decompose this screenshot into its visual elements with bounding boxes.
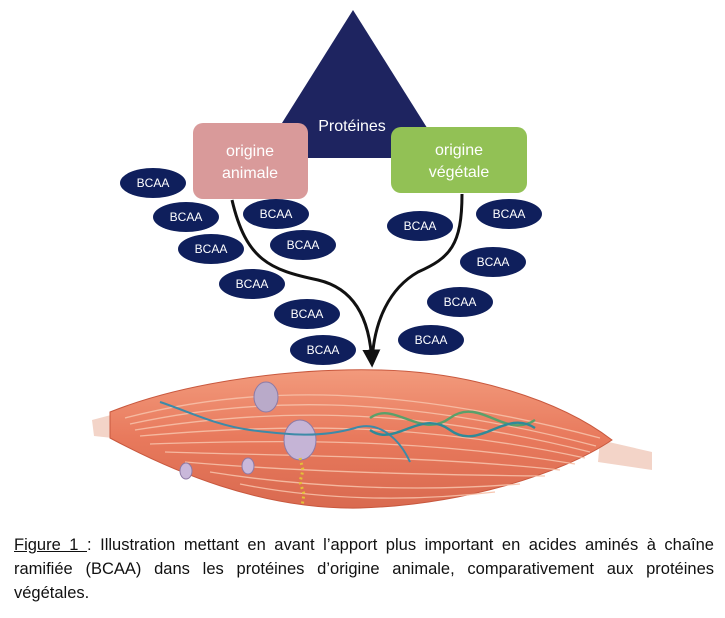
bcaa-plant-1: BCAA bbox=[387, 211, 453, 241]
plant-origin-box bbox=[391, 127, 527, 193]
ribosome-small bbox=[253, 381, 279, 413]
bcaa-plant-3: BCAA bbox=[460, 247, 526, 277]
bcaa-label: BCAA bbox=[137, 176, 170, 190]
amino-acid-chain bbox=[298, 457, 306, 507]
bcaa-animal-3: BCAA bbox=[243, 199, 309, 229]
muscle-tendon-right bbox=[598, 440, 652, 470]
proteins-triangle bbox=[260, 10, 446, 158]
bcaa-label: BCAA bbox=[291, 307, 324, 321]
bcaa-animal-7: BCAA bbox=[274, 299, 340, 329]
bcaa-protein-diagram: Protéines origine animale origine végéta… bbox=[92, 10, 652, 509]
bcaa-label: BCAA bbox=[404, 219, 437, 233]
proteins-label: Protéines bbox=[318, 118, 386, 135]
bcaa-label: BCAA bbox=[307, 343, 340, 357]
mrna-strand bbox=[159, 401, 411, 463]
bcaa-label: BCAA bbox=[195, 242, 228, 256]
animal-flow-arrow bbox=[230, 199, 381, 368]
plant-origin-label-line2: végétale bbox=[429, 164, 490, 181]
bcaa-animal-1: BCAA bbox=[120, 168, 186, 198]
bcaa-label: BCAA bbox=[444, 295, 477, 309]
bcaa-animal-8: BCAA bbox=[290, 335, 356, 365]
ribosome-mini-2 bbox=[241, 457, 255, 475]
animal-origin-label-line2: animale bbox=[222, 165, 278, 182]
animal-origin-label-line1: origine bbox=[226, 143, 274, 160]
bcaa-label: BCAA bbox=[287, 238, 320, 252]
bcaa-plant-4: BCAA bbox=[427, 287, 493, 317]
ribosome-mini-1 bbox=[179, 462, 193, 480]
bcaa-label: BCAA bbox=[493, 207, 526, 221]
figure-caption-text: : Illustration mettant en avant l’apport… bbox=[14, 536, 714, 602]
animal-origin-box bbox=[193, 123, 308, 199]
bcaa-label: BCAA bbox=[477, 255, 510, 269]
figure-caption: Figure 1 : Illustration mettant en avant… bbox=[14, 533, 714, 605]
dna-strand-2 bbox=[369, 421, 536, 438]
bcaa-animal-5: BCAA bbox=[270, 230, 336, 260]
bcaa-label: BCAA bbox=[415, 333, 448, 347]
bcaa-label: BCAA bbox=[236, 277, 269, 291]
muscle-illustration bbox=[92, 369, 652, 509]
bcaa-plant-group: BCAA BCAA BCAA BCAA BCAA bbox=[387, 199, 542, 355]
bcaa-animal-6: BCAA bbox=[219, 269, 285, 299]
bcaa-label: BCAA bbox=[170, 210, 203, 224]
figure-caption-label: Figure 1 bbox=[14, 536, 87, 554]
plant-origin-label-line1: origine bbox=[435, 142, 483, 159]
muscle-belly bbox=[109, 369, 613, 509]
ribosome-large bbox=[283, 419, 317, 461]
bcaa-plant-5: BCAA bbox=[398, 325, 464, 355]
bcaa-animal-4: BCAA bbox=[178, 234, 244, 264]
muscle-fibers bbox=[124, 394, 601, 499]
bcaa-animal-2: BCAA bbox=[153, 202, 219, 232]
bcaa-label: BCAA bbox=[260, 207, 293, 221]
bcaa-plant-2: BCAA bbox=[476, 199, 542, 229]
bcaa-animal-group: BCAA BCAA BCAA BCAA BCAA BCAA BCAA BCAA bbox=[120, 168, 356, 365]
plant-flow-arrow bbox=[370, 193, 464, 363]
